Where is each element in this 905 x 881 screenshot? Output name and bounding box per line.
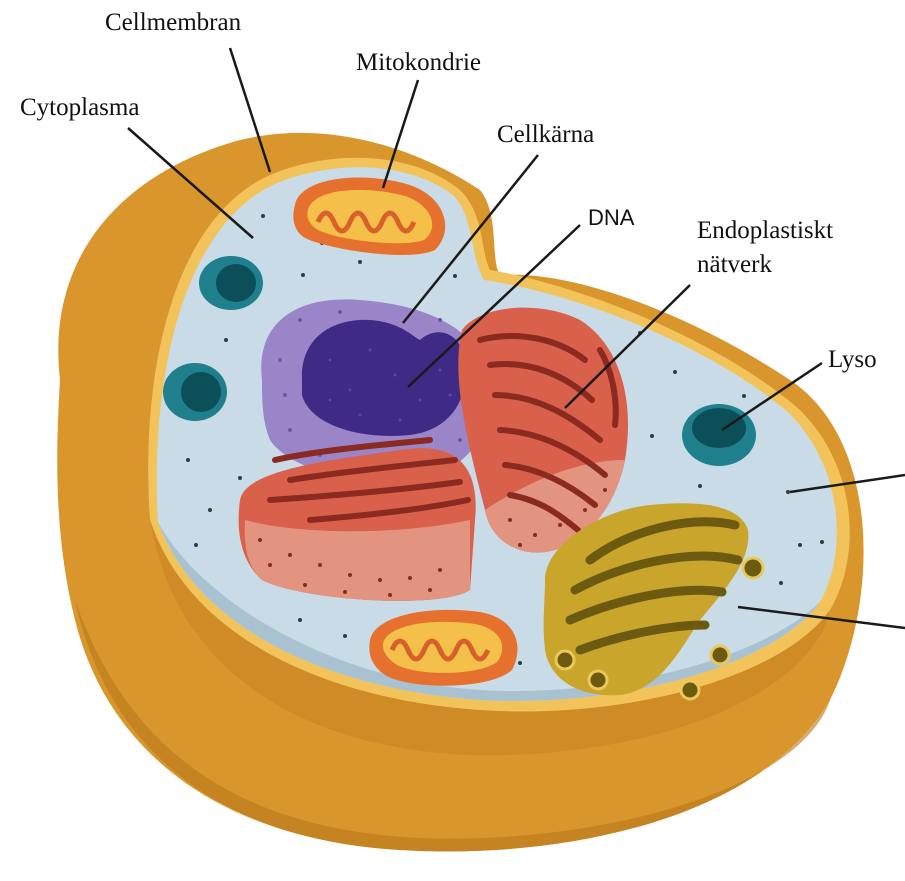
- vesicle-mid-left: [163, 363, 227, 421]
- label-cellmembran: Cellmembran: [105, 9, 242, 36]
- label-mitokondrie: Mitokondrie: [356, 49, 481, 76]
- mitochondrion-bottom: [369, 610, 517, 686]
- label-dna: DNA: [588, 205, 635, 230]
- label-cellkarna: Cellkärna: [497, 121, 594, 148]
- nucleoplasm: [302, 320, 466, 436]
- vesicle-top-left: [199, 256, 263, 310]
- label-lyso: Lyso: [828, 346, 877, 373]
- label-cytoplasma: Cytoplasma: [20, 94, 139, 121]
- label-endoplastiskt-line2: nätverk: [697, 251, 772, 278]
- label-endoplastiskt-line1: Endoplastiskt: [697, 217, 833, 244]
